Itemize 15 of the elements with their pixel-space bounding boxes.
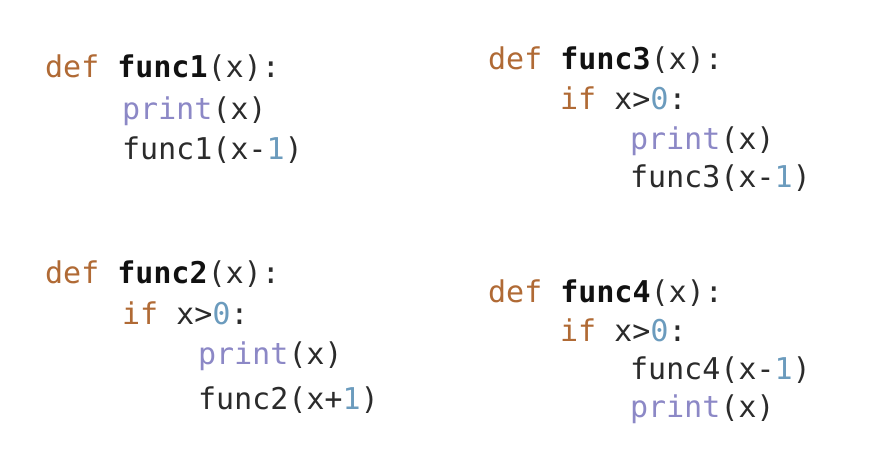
code-line: if x>0:: [560, 82, 686, 118]
code-line: print(x): [198, 337, 342, 373]
code-line: func4(x-1): [630, 352, 811, 388]
code-line: if x>0:: [122, 297, 248, 333]
code-line: print(x): [630, 122, 774, 158]
code-line: print(x): [122, 92, 266, 128]
code-line: def func4(x):: [488, 275, 723, 311]
code-line: def func1(x):: [45, 50, 280, 86]
code-line: if x>0:: [560, 314, 686, 350]
code-line: func1(x-1): [122, 132, 303, 168]
code-line: func3(x-1): [630, 160, 811, 196]
code-line: print(x): [630, 390, 774, 426]
code-line: def func2(x):: [45, 256, 280, 292]
code-line: func2(x+1): [198, 382, 379, 418]
code-line: def func3(x):: [488, 42, 723, 78]
